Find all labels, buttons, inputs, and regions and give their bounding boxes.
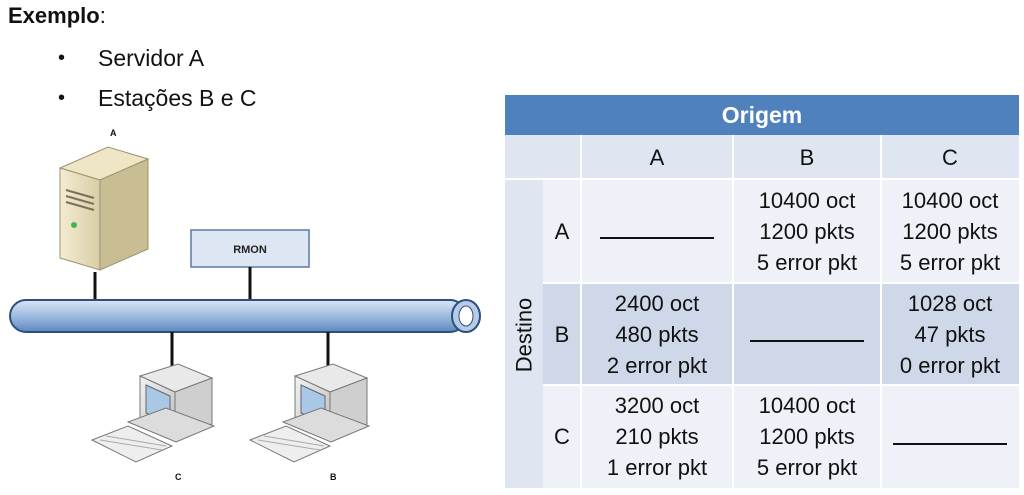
grid-line — [543, 282, 1019, 284]
table-title-origem: Origem — [505, 95, 1019, 135]
row-header-b: B — [543, 283, 581, 385]
bullet-item: • Servidor A — [58, 38, 257, 78]
traffic-matrix-table: Origem A B C A 10400 oct 1200 pkts 5 err… — [505, 95, 1019, 488]
bullet-dot-icon: • — [58, 47, 66, 69]
destino-label: Destino — [511, 297, 536, 373]
cell-c-c — [881, 385, 1019, 488]
empty-dash — [600, 237, 714, 239]
col-header-c: C — [881, 135, 1019, 179]
empty-dash — [893, 442, 1007, 445]
cell-line: 10400 oct — [758, 393, 856, 418]
workstation-b-label: B — [330, 472, 337, 482]
grid-line — [543, 384, 1019, 386]
bullet-list: • Servidor A • Estações B e C — [58, 38, 257, 118]
cell-line: 5 error pkt — [756, 249, 858, 275]
destino-side-cell — [505, 179, 543, 488]
cell-line: 1200 pkts — [759, 218, 855, 244]
cell-b-c: 1028 oct 47 pkts 0 error pkt — [881, 283, 1019, 385]
row-header-a: A — [543, 179, 581, 283]
bullet-text: Estações B e C — [98, 85, 257, 111]
workstation-c-label: C — [175, 472, 182, 482]
cell-line: 5 error pkt — [756, 455, 858, 480]
cell-line: 2400 oct — [614, 290, 700, 316]
cell-line: 5 error pkt — [899, 249, 1001, 275]
empty-dash — [750, 340, 864, 342]
cell-line: 2 error pkt — [606, 352, 708, 378]
col-header-a: A — [581, 135, 733, 179]
cell-a-a — [581, 179, 733, 283]
cell-a-c: 10400 oct 1200 pkts 5 error pkt — [881, 179, 1019, 283]
network-bus-icon — [9, 299, 481, 333]
network-diagram-svg: A RMON C — [9, 128, 481, 482]
cell-b-a: 2400 oct 480 pkts 2 error pkt — [581, 283, 733, 385]
bullet-item: • Estações B e C — [58, 78, 257, 118]
heading-colon: : — [99, 3, 106, 28]
cell-line: 1200 pkts — [759, 424, 855, 449]
grid-line — [880, 135, 882, 488]
server-a-label: A — [110, 128, 117, 138]
cell-a-b: 10400 oct 1200 pkts 5 error pkt — [733, 179, 881, 283]
col-header-b: B — [733, 135, 881, 179]
slide-heading: Exemplo: — [8, 3, 106, 29]
server-a-icon — [58, 146, 150, 271]
cell-line: 3200 oct — [614, 393, 700, 418]
rmon-label: RMON — [233, 244, 267, 256]
bullet-dot-icon: • — [58, 87, 66, 109]
cell-line: 480 pkts — [615, 321, 699, 347]
cell-c-a: 3200 oct 210 pkts 1 error pkt — [581, 385, 733, 488]
table-corner-cell — [505, 135, 581, 179]
cell-line: 210 pkts — [615, 424, 699, 449]
grid-line — [505, 178, 1019, 180]
cell-b-b — [733, 283, 881, 385]
heading-label: Exemplo — [8, 3, 100, 28]
cell-line: 1200 pkts — [902, 218, 998, 244]
cell-line: 1028 oct — [907, 290, 993, 316]
network-diagram: A RMON C — [0, 120, 500, 495]
cell-line: 0 error pkt — [899, 352, 1001, 378]
workstation-b-icon — [248, 363, 371, 463]
grid-line — [580, 135, 582, 488]
grid-line — [732, 135, 734, 488]
workstation-c-icon — [90, 363, 216, 463]
cell-c-b: 10400 oct 1200 pkts 5 error pkt — [733, 385, 881, 488]
bullet-text: Servidor A — [98, 45, 205, 71]
cell-line: 10400 oct — [758, 187, 856, 213]
cell-line: 10400 oct — [901, 187, 999, 213]
row-header-c: C — [543, 385, 581, 488]
cell-line: 1 error pkt — [606, 455, 708, 480]
destino-label-wrap: Destino — [505, 285, 543, 385]
cell-line: 47 pkts — [914, 321, 986, 347]
